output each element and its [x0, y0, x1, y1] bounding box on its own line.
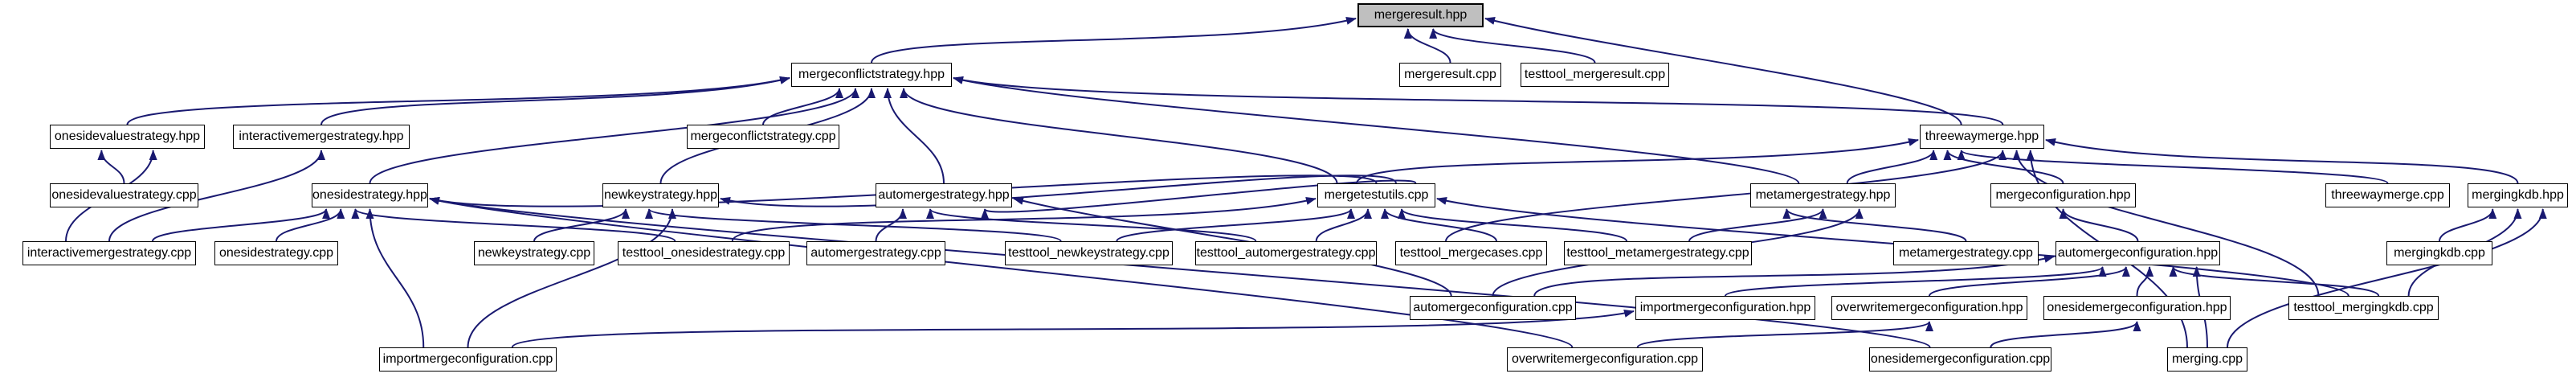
- include-edge-importmergeconfiguration-hpp-to-automergeconfiguration-hpp: [1725, 266, 2107, 297]
- include-edge-onesidemergeconfiguration-cpp-to-onesidemergeconfiguration-hpp: [1990, 321, 2141, 348]
- include-edge-onesidestrategy-cpp-to-onesidestrategy-hpp: [276, 208, 345, 242]
- include-edge-mergeconflictstrategy-cpp-to-mergeconflictstrategy-hpp: [762, 88, 843, 125]
- graph-node-overwritemergeconfiguration-cpp[interactable]: overwritemergeconfiguration.cpp: [1507, 347, 1703, 372]
- graph-node-automergeconfiguration-cpp[interactable]: automergeconfiguration.cpp: [1410, 296, 1576, 320]
- include-edge-mergetestutils-cpp-to-threewaymerge-hpp: [1356, 138, 1919, 184]
- graph-node-threewaymerge-cpp[interactable]: threewaymerge.cpp: [2325, 183, 2450, 207]
- graph-node-overwritemergeconfiguration-hpp[interactable]: overwritemergeconfiguration.hpp: [1831, 296, 2027, 320]
- graph-node-onesidevaluestrategy-cpp[interactable]: onesidevaluestrategy.cpp: [50, 183, 198, 207]
- include-edge-interactivemergestrategy-cpp-to-onesidestrategy-hpp: [152, 208, 330, 242]
- include-edge-testtool-onesidestrategy-cpp-to-mergetestutils-cpp: [731, 197, 1317, 242]
- graph-node-testtool-automergestrategy-cpp[interactable]: testtool_automergestrategy.cpp: [1195, 241, 1377, 265]
- graph-node-mergingkdb-hpp[interactable]: mergingkdb.hpp: [2468, 183, 2568, 207]
- graph-node-testtool-metamergestrategy-cpp[interactable]: testtool_metamergestrategy.cpp: [1564, 241, 1752, 265]
- include-edge-testtool-mergeresult-cpp-to-mergeresult-hpp: [1429, 28, 1596, 64]
- include-edge-mergeresult-cpp-to-mergeresult-hpp: [1403, 28, 1451, 64]
- include-edge-testtool-onesidestrategy-cpp-to-onesidestrategy-hpp: [351, 208, 676, 242]
- include-edge-automergeconfiguration-hpp-to-mergeconfiguration-hpp: [2059, 208, 2139, 242]
- include-edge-metamergestrategy-hpp-to-mergeconflictstrategy-hpp: [953, 76, 1800, 184]
- include-edge-mergeconfiguration-hpp-to-threewaymerge-hpp: [1943, 150, 2064, 184]
- include-edge-threewaymerge-hpp-to-mergeresult-hpp: [1484, 17, 1962, 125]
- include-edge-onesidestrategy-hpp-to-mergeconflictstrategy-hpp: [369, 88, 859, 184]
- graph-node-mergeresult-hpp[interactable]: mergeresult.hpp: [1357, 3, 1484, 27]
- include-edge-importmergeconfiguration-cpp-to-importmergeconfiguration-hpp: [511, 310, 1635, 348]
- graph-node-automergestrategy-cpp[interactable]: automergestrategy.cpp: [806, 241, 945, 265]
- include-edge-interactivemergestrategy-cpp-to-interactivemergestrategy-hpp: [108, 150, 325, 242]
- include-edge-overwritemergeconfiguration-cpp-to-overwritemergeconfiguration-hpp: [1636, 321, 1933, 348]
- include-edge-automergeconfiguration-cpp-to-automergeconfiguration-hpp: [1533, 255, 2055, 297]
- graph-node-mergeconflictstrategy-hpp[interactable]: mergeconflictstrategy.hpp: [791, 63, 952, 87]
- graph-node-mergeconflictstrategy-cpp[interactable]: mergeconflictstrategy.cpp: [687, 125, 839, 149]
- graph-node-merging-cpp[interactable]: merging.cpp: [2167, 347, 2247, 372]
- graph-node-onesidestrategy-hpp[interactable]: onesidestrategy.hpp: [312, 183, 428, 207]
- include-edge-automergestrategy-hpp-to-mergeconflictstrategy-hpp: [884, 88, 945, 184]
- include-edge-onesidemergeconfiguration-hpp-to-automergeconfiguration-hpp: [2136, 266, 2154, 297]
- graph-node-interactivemergestrategy-hpp[interactable]: interactivemergestrategy.hpp: [233, 125, 410, 149]
- include-edge-importmergeconfiguration-cpp-to-newkeystrategy-hpp: [467, 208, 676, 348]
- include-edge-testtool-mergecases-cpp-to-threewaymerge-hpp: [1445, 150, 2007, 242]
- include-edge-metamergestrategy-hpp-to-threewaymerge-hpp: [1846, 150, 1938, 184]
- include-edge-merging-cpp-to-mergingkdb-hpp: [2227, 208, 2547, 348]
- graph-node-interactivemergestrategy-cpp[interactable]: interactivemergestrategy.cpp: [22, 241, 196, 265]
- include-edge-testtool-mergingkdb-cpp-to-threewaymerge-hpp: [2012, 150, 2320, 297]
- graph-node-importmergeconfiguration-cpp[interactable]: importmergeconfiguration.cpp: [379, 347, 557, 372]
- graph-node-onesidestrategy-cpp[interactable]: onesidestrategy.cpp: [214, 241, 338, 265]
- include-edge-mergetestutils-cpp-to-newkeystrategy-hpp: [720, 174, 1397, 207]
- graph-node-testtool-mergecases-cpp[interactable]: testtool_mergecases.cpp: [1395, 241, 1547, 265]
- include-edge-testtool-metamergestrategy-cpp-to-metamergestrategy-hpp: [1688, 208, 1827, 242]
- graph-node-automergestrategy-hpp[interactable]: automergestrategy.hpp: [876, 183, 1012, 207]
- include-edge-testtool-mergecases-cpp-to-mergetestutils-cpp: [1381, 208, 1497, 242]
- graph-node-mergetestutils-cpp[interactable]: mergetestutils.cpp: [1317, 183, 1435, 207]
- graph-node-newkeystrategy-cpp[interactable]: newkeystrategy.cpp: [474, 241, 594, 265]
- include-edge-mergetestutils-cpp-to-mergeconflictstrategy-hpp: [900, 88, 1338, 184]
- include-edge-mergingkdb-hpp-to-threewaymerge-hpp: [2045, 138, 2519, 184]
- include-edge-testtool-automergestrategy-cpp-to-mergetestutils-cpp: [1315, 208, 1372, 242]
- include-edge-interactivemergestrategy-hpp-to-mergeconflictstrategy-hpp: [320, 76, 790, 125]
- include-edge-testtool-metamergestrategy-cpp-to-mergetestutils-cpp: [1398, 208, 1627, 242]
- graph-node-newkeystrategy-hpp[interactable]: newkeystrategy.hpp: [602, 183, 719, 207]
- include-edge-newkeystrategy-cpp-to-newkeystrategy-hpp: [533, 208, 630, 242]
- graph-node-mergeresult-cpp[interactable]: mergeresult.cpp: [1399, 63, 1501, 87]
- graph-node-testtool-newkeystrategy-cpp[interactable]: testtool_newkeystrategy.cpp: [1005, 241, 1173, 265]
- graph-node-testtool-mergeresult-cpp[interactable]: testtool_mergeresult.cpp: [1521, 63, 1669, 87]
- graph-node-testtool-onesidestrategy-cpp[interactable]: testtool_onesidestrategy.cpp: [618, 241, 790, 265]
- include-edge-onesidevaluestrategy-cpp-to-onesidevaluestrategy-hpp: [97, 150, 125, 184]
- graph-node-mergingkdb-cpp[interactable]: mergingkdb.cpp: [2386, 241, 2492, 265]
- include-edge-overwritemergeconfiguration-cpp-to-onesidestrategy-hpp: [429, 197, 1574, 348]
- include-edge-overwritemergeconfiguration-hpp-to-automergeconfiguration-hpp: [1929, 266, 2130, 297]
- graph-node-testtool-mergingkdb-cpp[interactable]: testtool_mergingkdb.cpp: [2288, 296, 2439, 320]
- include-edge-importmergeconfiguration-cpp-to-onesidestrategy-hpp: [365, 208, 425, 348]
- include-edge-testtool-mergingkdb-cpp-to-automergeconfiguration-hpp: [2169, 266, 2380, 297]
- graph-node-importmergeconfiguration-hpp[interactable]: importmergeconfiguration.hpp: [1635, 296, 1815, 320]
- include-edge-onesidevaluestrategy-hpp-to-mergeconflictstrategy-hpp: [126, 76, 790, 125]
- include-edge-metamergestrategy-cpp-to-metamergestrategy-hpp: [1782, 208, 1967, 242]
- include-edge-mergeconflictstrategy-hpp-to-mergeresult-hpp: [871, 17, 1357, 64]
- graph-node-threewaymerge-hpp[interactable]: threewaymerge.hpp: [1920, 125, 2044, 149]
- include-edge-automergestrategy-cpp-to-automergestrategy-hpp: [875, 208, 907, 242]
- graph-node-onesidevaluestrategy-hpp[interactable]: onesidevaluestrategy.hpp: [50, 125, 205, 149]
- include-edge-onesidemergeconfiguration-cpp-to-onesidestrategy-hpp: [429, 197, 1931, 348]
- graph-node-automergeconfiguration-hpp[interactable]: automergeconfiguration.hpp: [2055, 241, 2220, 265]
- graph-node-metamergestrategy-cpp[interactable]: metamergestrategy.cpp: [1893, 241, 2039, 265]
- include-edge-mergetestutils-cpp-to-automergestrategy-hpp: [981, 179, 1417, 220]
- include-edge-threewaymerge-cpp-to-threewaymerge-hpp: [1957, 150, 2389, 184]
- graph-node-onesidemergeconfiguration-cpp[interactable]: onesidemergeconfiguration.cpp: [1869, 347, 2051, 372]
- include-edge-threewaymerge-hpp-to-mergeconflictstrategy-hpp: [953, 76, 2004, 125]
- graph-node-metamergestrategy-hpp[interactable]: metamergestrategy.hpp: [1750, 183, 1896, 207]
- include-edge-testtool-newkeystrategy-cpp-to-mergetestutils-cpp: [1116, 208, 1355, 242]
- graph-node-mergeconfiguration-hpp[interactable]: mergeconfiguration.hpp: [1990, 183, 2136, 207]
- include-edge-mergingkdb-cpp-to-mergingkdb-hpp: [2439, 208, 2497, 242]
- include-edge-testtool-automergestrategy-cpp-to-automergestrategy-hpp: [926, 208, 1257, 242]
- graph-node-onesidemergeconfiguration-hpp[interactable]: onesidemergeconfiguration.hpp: [2043, 296, 2231, 320]
